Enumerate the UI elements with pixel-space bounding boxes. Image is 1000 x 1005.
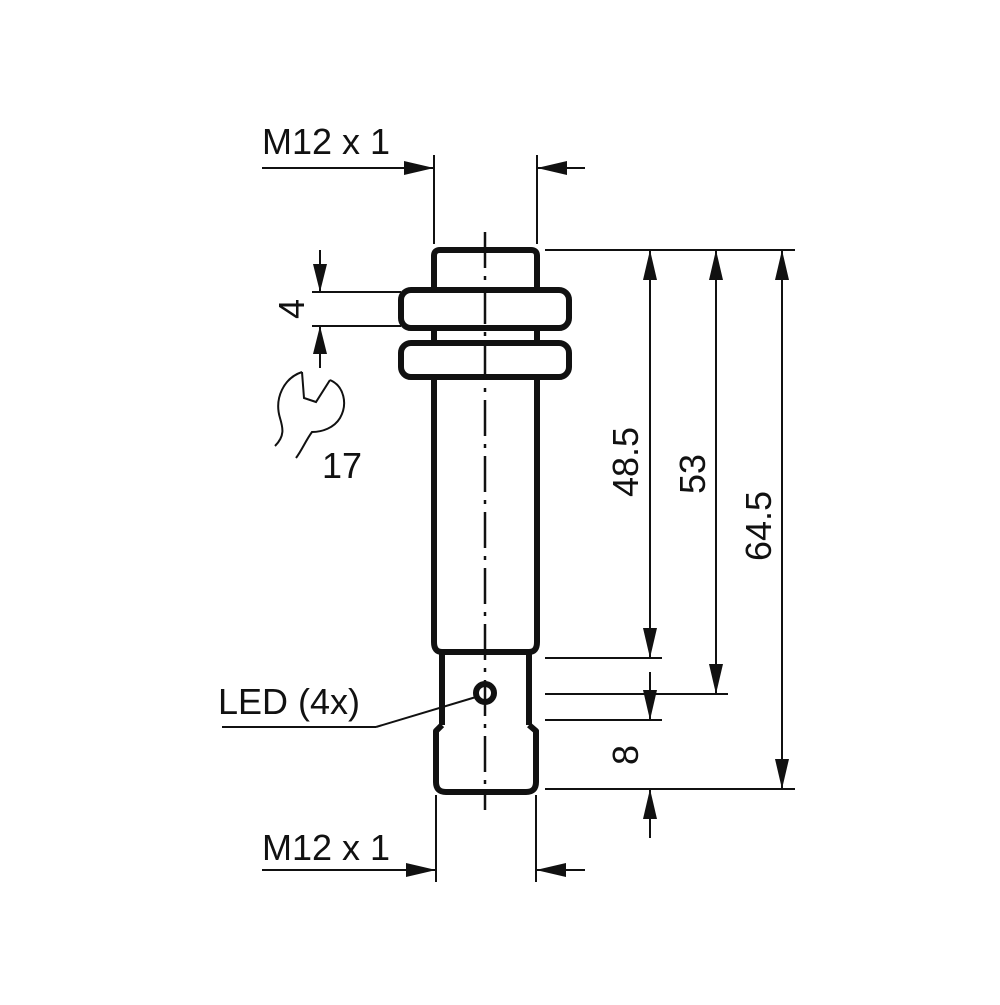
arrowhead xyxy=(643,690,657,720)
dim-8: 8 xyxy=(605,672,657,838)
arrowhead xyxy=(775,250,789,280)
arrowhead xyxy=(313,264,327,292)
arrowhead xyxy=(643,789,657,819)
dim-thread-top: M12 x 1 xyxy=(262,121,585,244)
arrowhead xyxy=(313,326,327,354)
dim-64-5-label: 64.5 xyxy=(738,491,779,561)
arrowhead xyxy=(536,863,566,877)
arrowhead xyxy=(643,628,657,658)
arrowhead xyxy=(406,863,436,877)
dim-thread-bottom: M12 x 1 xyxy=(262,795,585,882)
thread-top-label: M12 x 1 xyxy=(262,121,390,162)
right-extension-lines xyxy=(545,249,795,790)
dim-48-5-label: 48.5 xyxy=(605,427,646,497)
led-callout: LED (4x) xyxy=(218,681,477,728)
dim-8-label: 8 xyxy=(605,745,646,765)
dim-53: 53 xyxy=(672,250,723,694)
leader-line xyxy=(375,696,477,728)
wrench-icon xyxy=(274,371,346,459)
arrowhead xyxy=(709,664,723,694)
led-label: LED (4x) xyxy=(218,681,360,722)
dim-nut-thickness: 4 xyxy=(271,250,401,368)
dim-48-5: 48.5 xyxy=(605,250,657,658)
arrowhead xyxy=(643,250,657,280)
dim-53-label: 53 xyxy=(672,454,713,494)
wrench-shape xyxy=(274,371,346,459)
thread-top-cap xyxy=(431,247,540,290)
sensor-body xyxy=(398,232,572,810)
dim-64-5: 64.5 xyxy=(738,250,789,789)
arrowhead xyxy=(537,161,567,175)
arrowhead xyxy=(709,250,723,280)
arrowhead xyxy=(775,759,789,789)
led-housing xyxy=(439,652,532,725)
wrench-size-label: 17 xyxy=(322,445,362,486)
arrowhead xyxy=(404,161,434,175)
nut-thickness-label: 4 xyxy=(271,299,312,319)
thread-bottom-label: M12 x 1 xyxy=(262,827,390,868)
